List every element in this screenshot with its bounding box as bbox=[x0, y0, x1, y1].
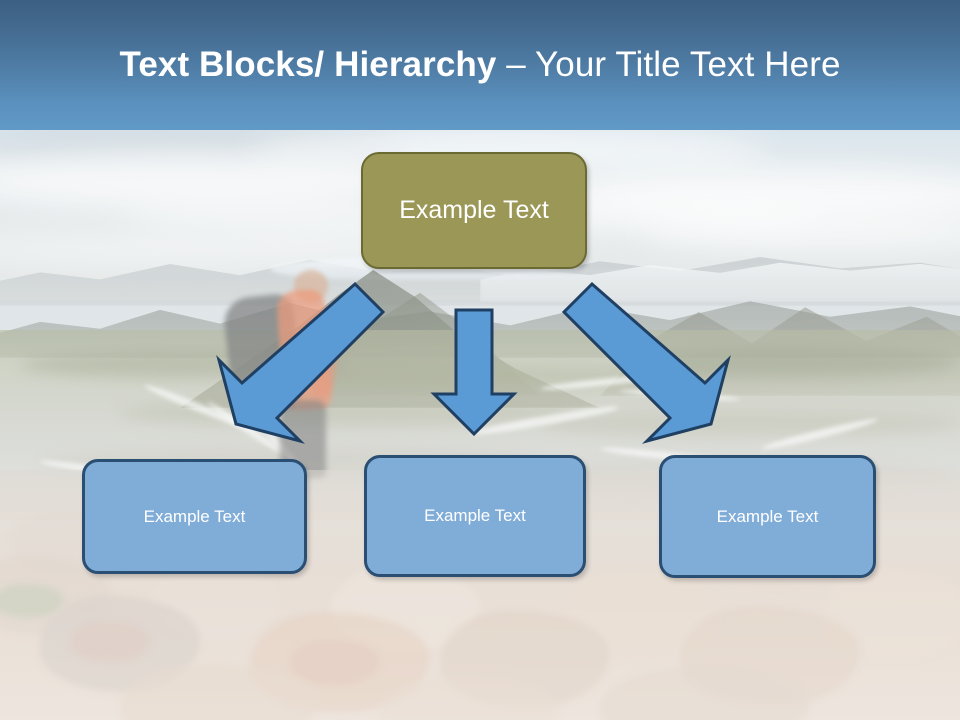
hierarchy-child-box-1[interactable]: Example Text bbox=[82, 459, 307, 574]
page-title: Text Blocks/ Hierarchy – Your Title Text… bbox=[119, 45, 840, 85]
page-title-rest: Your Title Text Here bbox=[535, 44, 841, 84]
red-rock bbox=[70, 622, 150, 662]
hierarchy-root-box[interactable]: Example Text bbox=[361, 152, 587, 269]
valley-streak bbox=[540, 412, 960, 436]
moss-patch bbox=[0, 584, 64, 618]
page-title-bold: Text Blocks/ Hierarchy bbox=[119, 44, 497, 84]
page-title-separator: – bbox=[496, 44, 536, 84]
hierarchy-child-box-2[interactable]: Example Text bbox=[364, 455, 586, 577]
title-bar: Text Blocks/ Hierarchy – Your Title Text… bbox=[0, 0, 960, 130]
hierarchy-child-box-3[interactable]: Example Text bbox=[659, 455, 876, 578]
cloud-band bbox=[640, 214, 960, 250]
red-rock bbox=[290, 640, 380, 686]
hiker-figure bbox=[222, 270, 358, 478]
